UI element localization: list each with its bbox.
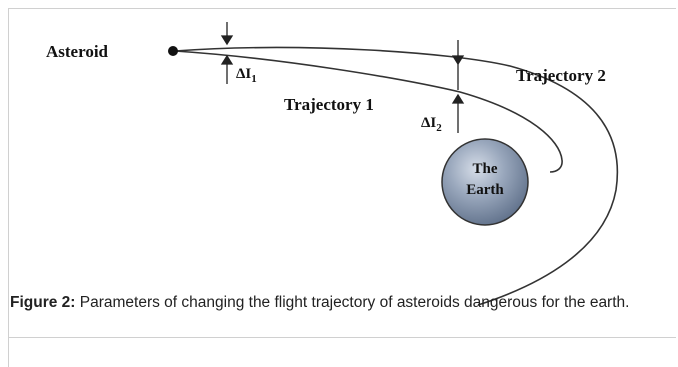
- earth-label-line1: The: [472, 161, 497, 177]
- trajectory-1-curve: [174, 50, 563, 173]
- trajectory-2-curve: [174, 46, 619, 306]
- asteroid-label: Asteroid: [46, 42, 109, 61]
- figure-number: Figure 2:: [10, 294, 76, 311]
- frame-rule: [8, 337, 9, 367]
- asteroid-dot: [168, 46, 178, 56]
- figure-caption: Figure 2: Parameters of changing the fli…: [10, 293, 670, 313]
- delta-l1-arrows: [220, 22, 234, 84]
- delta-l2-arrows: [451, 40, 465, 133]
- trajectory-2-label: Trajectory 2: [516, 66, 606, 85]
- delta-l2-label: ΔI2: [421, 115, 442, 134]
- caption-text: Parameters of changing the flight trajec…: [75, 294, 630, 311]
- figure-frame: [8, 8, 676, 338]
- delta-l1-label: ΔI1: [236, 66, 257, 85]
- earth-label-line2: Earth: [466, 182, 504, 198]
- trajectory-1-label: Trajectory 1: [284, 95, 374, 114]
- earth-circle: [441, 138, 529, 226]
